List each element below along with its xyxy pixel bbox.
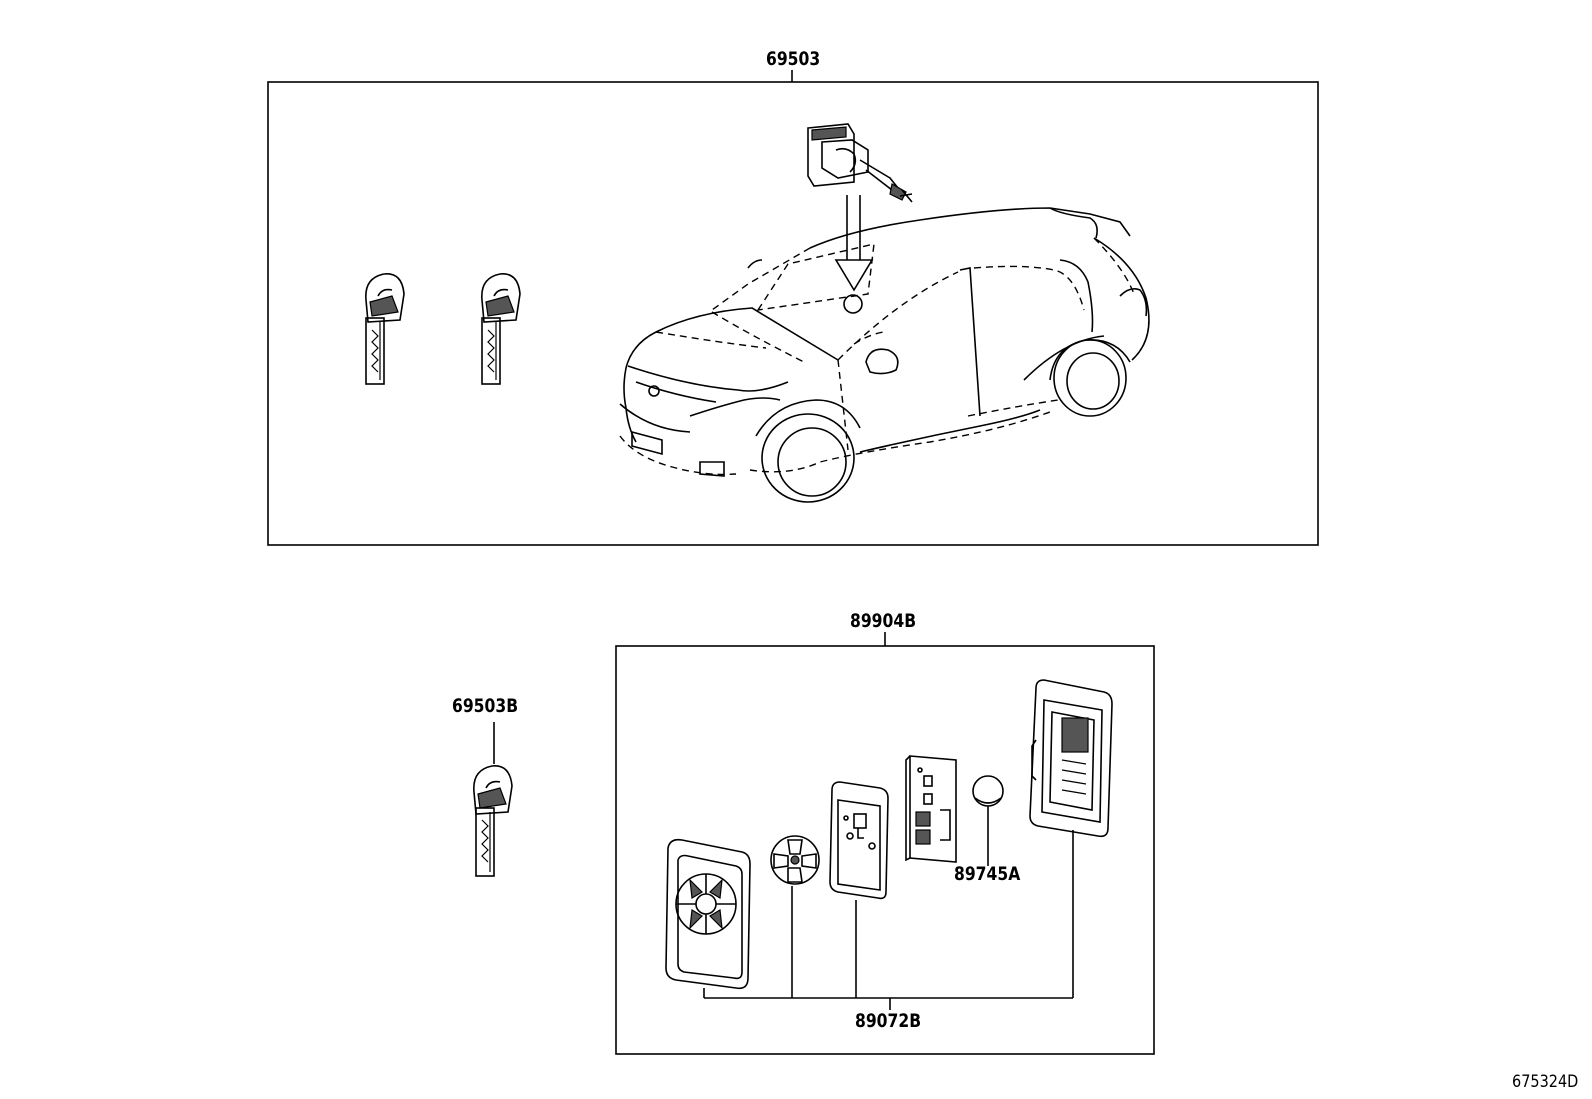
mechanical-key-icon <box>365 273 405 385</box>
gasket-frame-icon <box>829 781 889 900</box>
circuit-board-icon <box>905 755 957 863</box>
label-89904B: 89904B <box>850 610 917 632</box>
label-89745A: 89745A <box>954 863 1021 885</box>
ignition-cylinder-icon <box>807 123 913 203</box>
mechanical-key-icon <box>481 273 521 385</box>
coin-battery-icon <box>972 775 1004 866</box>
label-69503B: 69503B <box>452 695 519 717</box>
smart-key-case-icon <box>665 838 751 990</box>
label-69503: 69503 <box>766 48 821 70</box>
mechanical-key-icon <box>473 722 513 877</box>
install-arrow <box>834 195 874 314</box>
assembly-box-69503 <box>267 81 1319 546</box>
car-outline-icon <box>619 207 1150 503</box>
rear-case-icon <box>1029 679 1113 838</box>
button-pad-icon <box>770 835 820 885</box>
leader-89072B <box>703 830 1074 1010</box>
label-89072B: 89072B <box>855 1010 922 1032</box>
diagram-code: 675324D <box>1512 1072 1579 1092</box>
